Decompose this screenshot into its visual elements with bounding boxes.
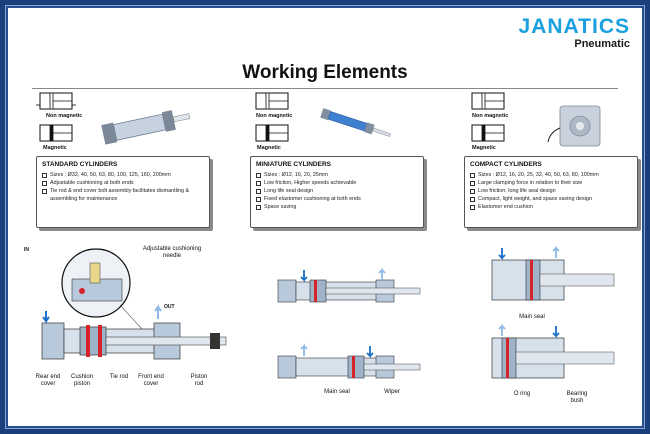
card-item: Fixed elastomer cushioning at both ends: [256, 195, 418, 203]
label-o-ring: O ring: [513, 391, 531, 397]
card-item: Elastomer end cushion: [470, 203, 632, 211]
card-compact-cylinders: COMPACT CYLINDERS Sizes : Ø12, 16, 20, 2…: [464, 156, 638, 228]
card-title: STANDARD CYLINDERS: [42, 161, 118, 168]
checkbox-icon: [256, 204, 261, 210]
label-rear-end-cover: Rear end cover: [35, 374, 61, 387]
port-out-label-1: OUT: [164, 304, 175, 310]
card-item: Long life seal design: [256, 187, 418, 195]
card-title: COMPACT CYLINDERS: [470, 161, 542, 168]
symbol-magnetic-standard: [39, 124, 73, 142]
label-non-magnetic-3: Non magnetic: [472, 113, 509, 119]
label-magnetic-1: Magnetic: [43, 145, 67, 151]
label-main-seal-compact: Main seal: [519, 314, 545, 320]
page-title: Working Elements: [242, 62, 408, 83]
label-piston-rod: Piston rod: [190, 374, 208, 387]
standard-cylinder-image: [101, 110, 191, 145]
checkbox-icon: [470, 172, 475, 178]
card-item: Compact, light weight, and space saving …: [470, 195, 632, 203]
brand-tagline: Pneumatic: [574, 38, 630, 50]
miniature-cylinder-image: [320, 108, 391, 137]
compact-cylinder-image: [547, 105, 601, 147]
card-item: Sizes : Ø12, 16, 20, 25mm: [256, 171, 418, 179]
brand-logo: JANATICS Pneumatic: [518, 15, 630, 51]
symbol-non-magnetic-miniature: [255, 92, 289, 110]
card-item: Sizes : Ø32, 40, 50, 63, 80, 100, 125, 1…: [42, 171, 204, 179]
symbol-magnetic-compact: [471, 124, 505, 142]
label-non-magnetic-2: Non magnetic: [256, 113, 293, 119]
checkbox-icon: [470, 188, 475, 194]
card-item: Tie rod & end cover bolt assembly facili…: [42, 187, 204, 203]
card-item: Low friction, Higher speeds achievable: [256, 179, 418, 187]
card-item: Sizes : Ø12, 16, 20, 25, 32, 40, 50, 63,…: [470, 171, 632, 179]
standard-cylinder-cutaway: [41, 248, 227, 360]
checkbox-icon: [42, 172, 47, 178]
checkbox-icon: [42, 188, 47, 194]
card-item: Low friction, long life seal design: [470, 187, 632, 195]
label-bearing-bush: Bearing bush: [566, 391, 588, 404]
miniature-cylinder-cutaway-top: [277, 267, 421, 303]
card-standard-cylinders: STANDARD CYLINDERS Sizes : Ø32, 40, 50, …: [36, 156, 210, 228]
miniature-cylinder-cutaway-bottom: [277, 343, 421, 379]
label-main-seal: Main seal: [324, 389, 350, 395]
checkbox-icon: [470, 180, 475, 186]
label-cushion-piston: Cushion piston: [70, 374, 93, 387]
compact-cylinder-cutaway-top: [491, 245, 615, 301]
label-front-end-cover: Front end cover: [138, 374, 164, 387]
checkbox-icon: [256, 180, 261, 186]
label-non-magnetic-1: Non magnetic: [46, 113, 83, 119]
card-item: Adjustable cushioning at both ends: [42, 179, 204, 187]
symbol-non-magnetic-standard: [36, 92, 76, 110]
card-item: Space saving: [256, 203, 418, 211]
port-in-label-1: IN: [24, 247, 29, 253]
checkbox-icon: [256, 196, 261, 202]
label-tie-rod: Tie rod: [109, 374, 129, 380]
checkbox-icon: [470, 196, 475, 202]
symbol-non-magnetic-compact: [471, 92, 505, 110]
checkbox-icon: [256, 172, 261, 178]
brand-name: JANATICS: [518, 15, 630, 38]
symbol-magnetic-miniature: [255, 124, 289, 142]
poster: JANATICS Pneumatic Working Elements Non …: [5, 5, 645, 429]
label-magnetic-2: Magnetic: [257, 145, 281, 151]
checkbox-icon: [42, 180, 47, 186]
label-magnetic-3: Magnetic: [472, 145, 496, 151]
checkbox-icon: [256, 188, 261, 194]
compact-cylinder-cutaway-bottom: [491, 323, 615, 379]
card-miniature-cylinders: MINIATURE CYLINDERS Sizes : Ø12, 16, 20,…: [250, 156, 424, 228]
card-item: Large clamping force in relation to thei…: [470, 179, 632, 187]
card-title: MINIATURE CYLINDERS: [256, 161, 331, 168]
checkbox-icon: [470, 204, 475, 210]
label-wiper: Wiper: [384, 389, 400, 395]
title-divider: [32, 88, 618, 89]
label-adjustable-cushioning: Adjustable cushioning needle: [142, 246, 202, 259]
